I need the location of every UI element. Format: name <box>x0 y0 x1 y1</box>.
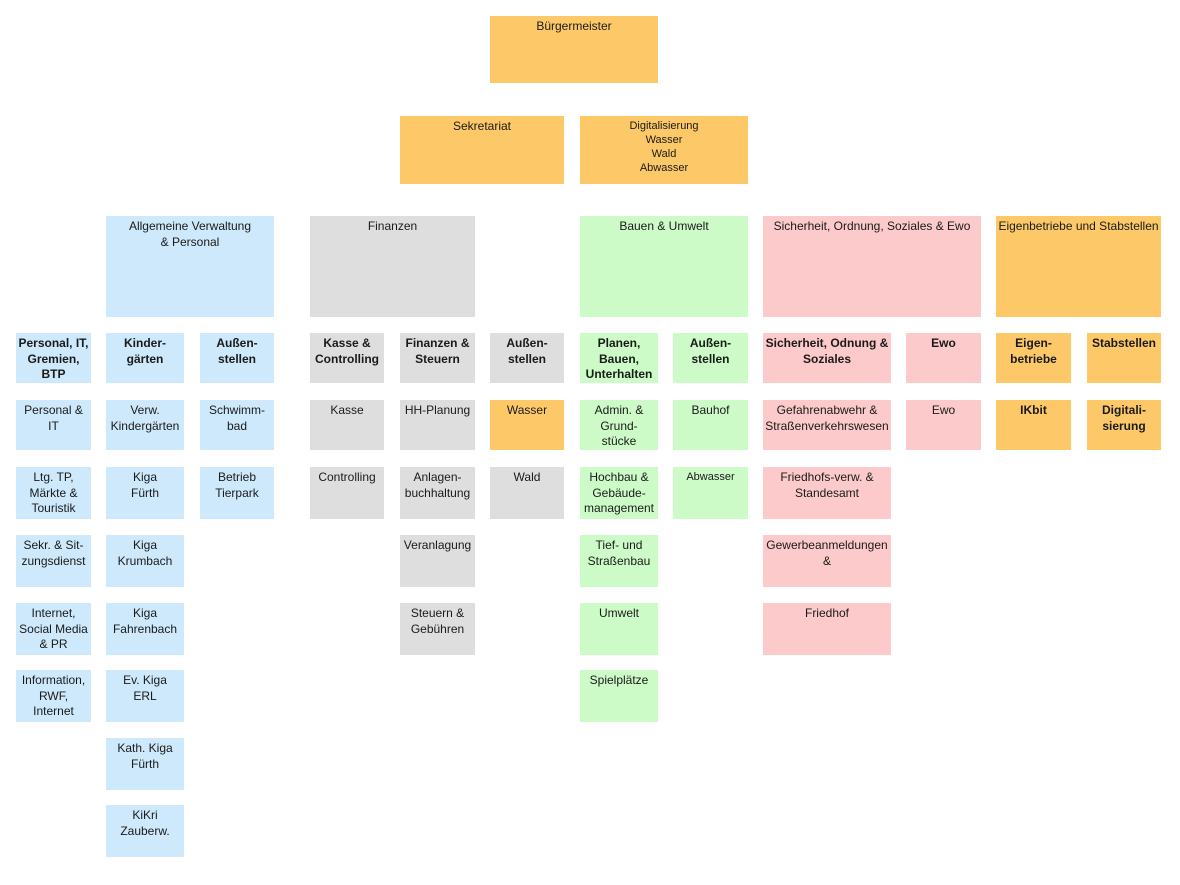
admin-outpost-item: Schwimm- bad <box>200 400 274 450</box>
sicherheit-item: Gewerbeanmeldungen & <box>763 535 891 587</box>
unit-kindergarten-header: Kinder- gärten <box>106 333 184 383</box>
planen-item: Hochbau & Gebäude- management <box>580 467 658 519</box>
ewo-item: Ewo <box>906 400 981 450</box>
admin-outpost-item: Betrieb Tierpark <box>200 467 274 519</box>
personal-item: Personal & IT <box>16 400 91 450</box>
kindergarten-item: Verw. Kindergärten <box>106 400 184 450</box>
dept-finance: Finanzen <box>310 216 475 317</box>
planen-item: Tief- und Straßenbau <box>580 535 658 587</box>
dept-building: Bauen & Umwelt <box>580 216 748 317</box>
stabstellen-item: Digitali- sierung <box>1087 400 1161 450</box>
unit-kasse-header: Kasse & Controlling <box>310 333 384 383</box>
unit-planen-header: Planen, Bauen, Unterhalten <box>580 333 658 383</box>
finanzen-item: Steuern & Gebühren <box>400 603 475 655</box>
mayor-box: Bürgermeister <box>490 16 658 83</box>
finance-outpost-item: Wald <box>490 467 564 519</box>
personal-item: Sekr. & Sit- zungsdienst <box>16 535 91 587</box>
unit-stabstellen-header: Stabstellen <box>1087 333 1161 383</box>
personal-item: Information, RWF, Internet <box>16 670 91 722</box>
unit-finance-outposts-header: Außen- stellen <box>490 333 564 383</box>
unit-finanzen-header: Finanzen & Steuern <box>400 333 475 383</box>
finanzen-item: Anlagen- buchhaltung <box>400 467 475 519</box>
unit-building-outposts-header: Außen- stellen <box>673 333 748 383</box>
building-outpost-item: Bauhof <box>673 400 748 450</box>
sicherheit-item: Friedhof <box>763 603 891 655</box>
unit-ewo-header: Ewo <box>906 333 981 383</box>
digital-water-box: Digitalisierung Wasser Wald Abwasser <box>580 116 748 184</box>
planen-item: Umwelt <box>580 603 658 655</box>
kindergarten-item: Kath. Kiga Fürth <box>106 738 184 790</box>
kindergarten-item: Kiga Fahrenbach <box>106 603 184 655</box>
unit-admin-outposts-header: Außen- stellen <box>200 333 274 383</box>
dept-admin: Allgemeine Verwaltung & Personal <box>106 216 274 317</box>
kasse-item: Controlling <box>310 467 384 519</box>
kindergarten-item: Kiga Krumbach <box>106 535 184 587</box>
finance-outpost-item: Wasser <box>490 400 564 450</box>
dept-safety: Sicherheit, Ordnung, Soziales & Ewo <box>763 216 981 317</box>
sicherheit-item: Friedhofs-verw. & Standesamt <box>763 467 891 519</box>
unit-eigenbetriebe-header: Eigen- betriebe <box>996 333 1071 383</box>
planen-item: Admin. & Grund- stücke <box>580 400 658 450</box>
kasse-item: Kasse <box>310 400 384 450</box>
planen-item: Spielplätze <box>580 670 658 722</box>
unit-personal-header: Personal, IT, Gremien, BTP <box>16 333 91 383</box>
kindergarten-item: KiKri Zauberw. <box>106 805 184 857</box>
building-outpost-item: Abwasser <box>673 467 748 519</box>
finanzen-item: HH-Planung <box>400 400 475 450</box>
unit-sicherheit-header: Sicherheit, Odnung & Soziales <box>763 333 891 383</box>
dept-enterprises: Eigenbetriebe und Stabstellen <box>996 216 1161 317</box>
finanzen-item: Veranlagung <box>400 535 475 587</box>
sicherheit-item: Gefahrenabwehr & Straßenverkehrswesen <box>763 400 891 450</box>
personal-item: Ltg. TP, Märkte & Touristik <box>16 467 91 519</box>
secretariat-box: Sekretariat <box>400 116 564 184</box>
kindergarten-item: Ev. Kiga ERL <box>106 670 184 722</box>
personal-item: Internet, Social Media & PR <box>16 603 91 655</box>
eigenbetriebe-item: IKbit <box>996 400 1071 450</box>
kindergarten-item: Kiga Fürth <box>106 467 184 519</box>
